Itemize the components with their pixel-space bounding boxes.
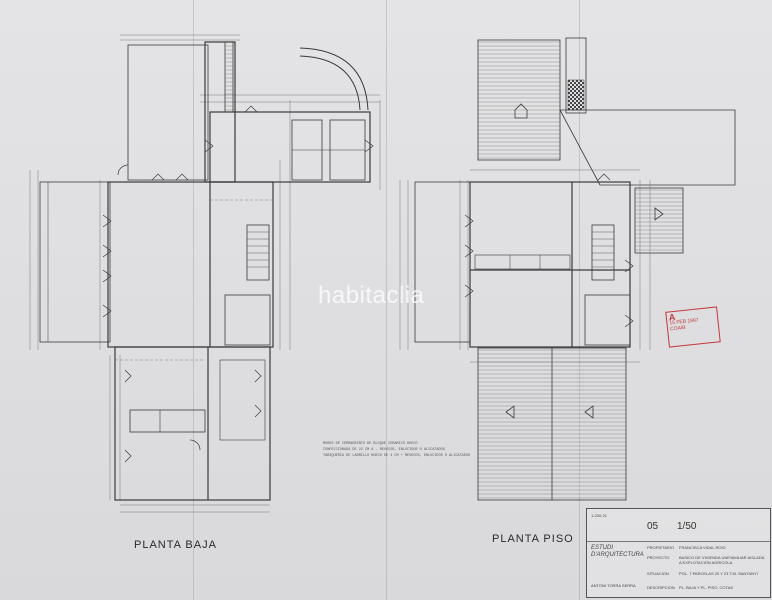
plan-scale: 1/50 [677, 521, 697, 532]
field-value: PL. BAJA Y PL. PISO. COTAS [679, 585, 734, 590]
field-value: POL. 7 PARCELAS 20 Y 23 T.M. SANTANYI [679, 571, 758, 576]
note-line: CONFECCIONADA DE 22 CM A - REVOCOS, ENLU… [323, 448, 445, 452]
sheet-fold-line [386, 0, 387, 600]
approval-stamp: A 15 FEB 1997 COAIB [665, 306, 721, 348]
title-block-date: 1-200-21 [591, 513, 608, 518]
field-value: BASICO DE VIVIENDA UNIFAMILIAR AISLADA A… [679, 555, 765, 565]
sheet-fold-line [193, 0, 194, 600]
upper-floor-label: PLANTA PISO [492, 533, 574, 545]
ground-floor-label: PLANTA BAJA [134, 539, 217, 551]
plan-number: 05 [647, 521, 659, 532]
field-key: SITUACION [647, 571, 669, 576]
studio-line1: ESTUDI [591, 545, 614, 551]
studio-line2: D'ARQUITECTURA [591, 552, 644, 558]
sheet-fold-line [579, 0, 580, 600]
field-key: PROYECTO [647, 555, 670, 560]
watermark-logo: habitaclia [318, 282, 425, 309]
ground-floor-plan [29, 34, 381, 513]
construction-notes: MUROS DE CERRAMIENTO DE BLOQUE CERAMICO … [323, 441, 493, 459]
title-block: 1-200-21 05 1/50 ESTUDI D'ARQUITECTURA A… [586, 508, 771, 598]
field-value: FRANCISCA VIDAL ROIG [679, 545, 726, 550]
note-line: MUROS DE CERRAMIENTO DE BLOQUE CERAMICO … [323, 442, 418, 446]
field-key: DESCRIPCION [647, 585, 675, 590]
upper-floor-plan [399, 37, 736, 501]
studio-name: ANTONI TORRA SERRA [591, 583, 636, 588]
field-key: PROPIETARIO [647, 545, 675, 550]
note-line: TABIQUERIA DE LADRILLO HUECO DE 4 CM + R… [323, 454, 471, 458]
